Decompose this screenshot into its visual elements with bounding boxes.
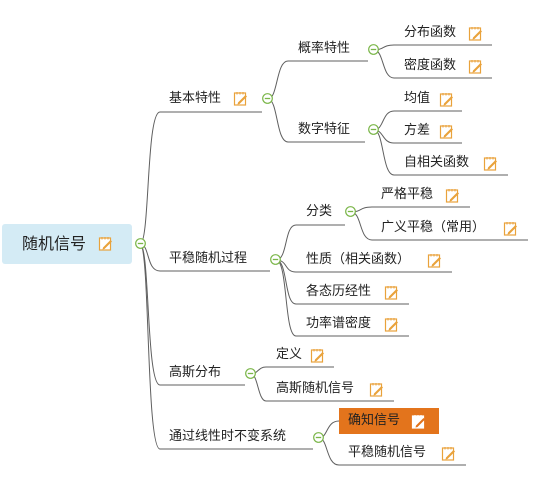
node-lti[interactable]: 通过线性时不变系统 <box>169 429 287 444</box>
collapse-toggle-icon[interactable] <box>245 368 256 379</box>
node-property[interactable]: 性质（相关函数） <box>306 252 411 267</box>
node-dist[interactable]: 分布函数 <box>404 25 457 40</box>
collapse-toggle-icon[interactable] <box>313 432 324 443</box>
note-icon[interactable] <box>439 124 454 139</box>
node-digital[interactable]: 数字特征 <box>298 122 351 137</box>
node-prob[interactable]: 概率特性 <box>298 41 351 56</box>
node-basic[interactable]: 基本特性 <box>169 91 222 106</box>
note-icon[interactable] <box>503 221 518 236</box>
collapse-toggle-icon[interactable] <box>368 44 379 55</box>
node-variance[interactable]: 方差 <box>404 123 431 138</box>
node-wide[interactable]: 广义平稳（常用） <box>381 220 486 235</box>
node-ergodic[interactable]: 各态历经性 <box>306 284 372 299</box>
note-icon[interactable] <box>233 91 248 106</box>
note-icon[interactable] <box>369 382 384 397</box>
node-psd[interactable]: 功率谱密度 <box>306 316 372 331</box>
note-icon[interactable] <box>445 188 460 203</box>
note-icon[interactable] <box>384 317 399 332</box>
node-density[interactable]: 密度函数 <box>404 58 457 73</box>
note-icon[interactable] <box>441 446 456 461</box>
node-strict[interactable]: 严格平稳 <box>381 187 434 202</box>
note-icon[interactable] <box>427 253 442 268</box>
note-icon[interactable] <box>468 26 483 41</box>
note-icon[interactable] <box>468 59 483 74</box>
note-icon[interactable] <box>310 348 325 363</box>
node-known-signal[interactable]: 确知信号 <box>348 413 401 428</box>
collapse-toggle-icon[interactable] <box>345 206 356 217</box>
collapse-toggle-icon[interactable] <box>262 93 273 104</box>
note-icon[interactable] <box>384 285 399 300</box>
note-icon[interactable] <box>439 92 454 107</box>
root-node[interactable]: 随机信号 <box>2 224 132 264</box>
collapse-toggle-icon[interactable] <box>135 238 146 249</box>
note-icon[interactable] <box>411 414 426 429</box>
root-label: 随机信号 <box>22 234 87 253</box>
node-stationary[interactable]: 平稳随机过程 <box>169 251 248 266</box>
node-mean[interactable]: 均值 <box>404 91 431 106</box>
node-autocorr[interactable]: 自相关函数 <box>404 155 470 170</box>
node-gauss-signal[interactable]: 高斯随机信号 <box>276 381 355 396</box>
note-icon[interactable] <box>483 156 498 171</box>
collapse-toggle-icon[interactable] <box>368 124 379 135</box>
node-classify[interactable]: 分类 <box>306 204 333 219</box>
node-stationary-signal[interactable]: 平稳随机信号 <box>348 445 427 460</box>
collapse-toggle-icon[interactable] <box>270 254 281 265</box>
node-gauss-def[interactable]: 定义 <box>276 347 303 362</box>
node-gauss[interactable]: 高斯分布 <box>169 365 222 380</box>
note-icon[interactable] <box>98 236 113 251</box>
